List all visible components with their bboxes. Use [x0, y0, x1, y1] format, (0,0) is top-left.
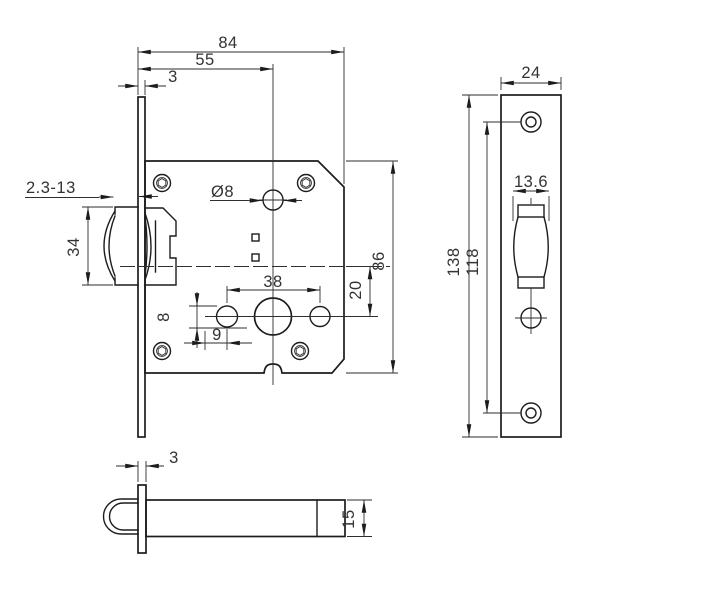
dim-top-hole: Ø8 — [210, 183, 302, 203]
dim-faceplate-width: 24 — [500, 64, 562, 90]
front-view-dimensions: 84 55 3 2.3-13 34 Ø8 — [25, 34, 398, 374]
dim-screw-spacing-label: 118 — [464, 248, 482, 276]
faceplate-view — [500, 94, 562, 438]
dim-center-to-hole-label: 20 — [347, 280, 365, 299]
dim-small-hole-label: 8 — [155, 312, 173, 322]
dim-faceplate-thickness-top: 3 — [118, 68, 178, 95]
latch-housing — [144, 207, 177, 286]
dim-latch-width: 13.6 — [512, 173, 550, 221]
dim-hole-spacing: 38 — [226, 273, 321, 303]
dim-faceplate-thickness-top-label: 3 — [168, 68, 178, 86]
dim-faceplate-thickness-bottom-label: 3 — [169, 449, 179, 467]
screw-bottom-right — [290, 341, 310, 361]
dim-body-height: 86 — [346, 160, 398, 374]
faceplate-front — [500, 94, 562, 438]
dim-body-height-label: 86 — [370, 251, 388, 270]
dim-small-hole-offset: 9 — [184, 326, 252, 350]
dim-faceplate-thickness-bottom: 3 — [116, 449, 179, 482]
roller-profile-inner — [108, 502, 139, 531]
dim-case-thickness-label: 15 — [340, 509, 358, 528]
latch-bolt-back-arc-outer — [144, 212, 152, 281]
square-hole-lower — [251, 253, 260, 262]
dim-small-hole: 8 — [155, 292, 247, 348]
dim-backset: 55 — [137, 51, 274, 72]
lock-body-outline — [144, 160, 345, 374]
dim-adjustment-range-label: 2.3-13 — [26, 179, 76, 197]
faceplate-latch-bolt — [513, 198, 549, 302]
dim-backset-label: 55 — [195, 51, 214, 69]
latch-roller-arc-inner — [108, 215, 116, 277]
faceplate-profile — [137, 484, 147, 554]
dim-case-thickness: 15 — [340, 499, 372, 537]
screw-bottom-left — [152, 341, 172, 361]
dim-screw-spacing: 118 — [464, 121, 521, 414]
faceplate-screw-hole-bottom — [520, 402, 542, 424]
dim-top-hole-label: Ø8 — [211, 183, 234, 201]
dim-faceplate-width-label: 24 — [521, 64, 540, 82]
bottom-view-dimensions: 3 15 — [116, 449, 372, 537]
faceplate-view-dimensions: 24 13.6 138 118 — [445, 64, 562, 438]
latch-roller-arc-outer — [103, 210, 116, 282]
dim-plate-length: 138 — [445, 94, 498, 438]
dim-overall-depth: 84 — [137, 34, 345, 184]
dim-overall-depth-label: 84 — [218, 34, 237, 52]
screw-top-right — [296, 173, 316, 193]
roller-profile-outer — [102, 498, 139, 535]
latch-roller-frame — [114, 206, 139, 286]
dim-latch-case-height-label: 34 — [65, 237, 83, 256]
faceplate-edge — [137, 96, 146, 438]
front-view — [103, 64, 390, 438]
faceplate-center-hole — [515, 302, 547, 334]
dim-latch-case-height: 34 — [65, 206, 113, 286]
square-hole-upper — [251, 233, 260, 242]
dim-hole-spacing-label: 38 — [263, 273, 282, 291]
dim-adjustment-range: 2.3-13 — [25, 179, 158, 200]
latch-bolt-back-arc-inner — [144, 216, 148, 277]
dim-small-hole-offset-label: 9 — [212, 326, 222, 344]
dim-center-to-hole: 20 — [333, 266, 378, 317]
dim-latch-width-label: 13.6 — [514, 173, 548, 191]
faceplate-screw-hole-top — [520, 111, 542, 133]
case-profile — [145, 499, 346, 538]
screw-top-left — [152, 173, 172, 193]
dim-plate-length-label: 138 — [445, 247, 463, 276]
bottom-view — [102, 484, 346, 554]
